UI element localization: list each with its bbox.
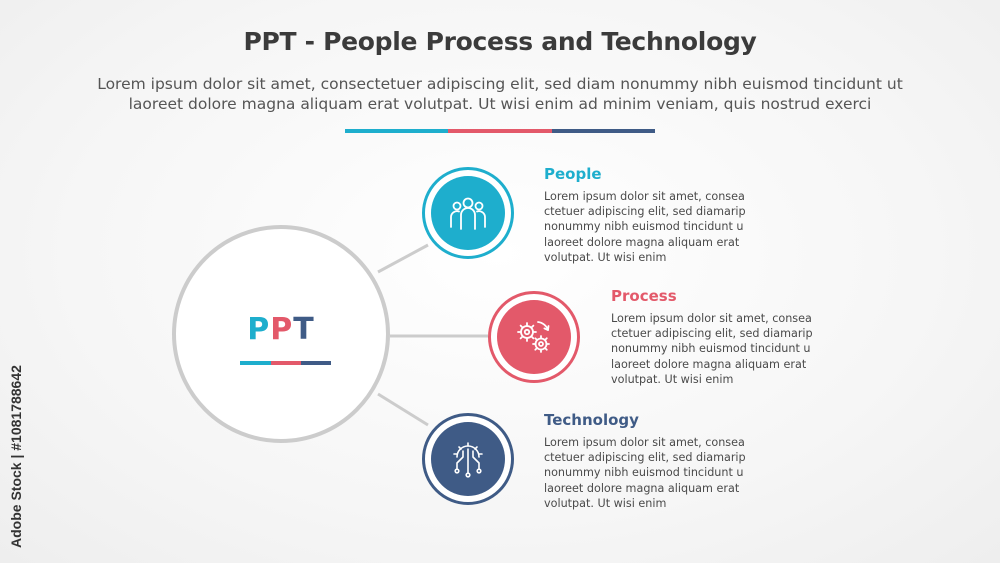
subtitle-line-2: laoreet dolore magna aliquam erat volutp… xyxy=(128,95,872,113)
technology-description: Lorem ipsum dolor sit amet, consea ctetu… xyxy=(544,435,764,511)
technology-node xyxy=(422,413,514,505)
technology-title: Technology xyxy=(544,411,639,429)
description-line: Lorem ipsum dolor sit amet, consea xyxy=(544,190,745,203)
people-description: Lorem ipsum dolor sit amet, consea ctetu… xyxy=(544,189,764,265)
description-line: laoreet dolore magna aliquam erat xyxy=(611,357,807,371)
process-title: Process xyxy=(611,287,677,305)
hub-underline-process xyxy=(271,361,301,365)
description-line: ctetuer adipiscing elit, sed diamarip xyxy=(544,205,746,219)
divider-segment-people xyxy=(345,129,448,133)
description-line: nonummy nibh euismod tincidunt u xyxy=(544,220,744,234)
connector-people xyxy=(377,243,429,274)
process-node xyxy=(488,291,580,383)
description-line: Lorem ipsum dolor sit amet, consea xyxy=(544,436,745,449)
hub-underline-people xyxy=(240,361,271,365)
subtitle-line-1: Lorem ipsum dolor sit amet, consectetuer… xyxy=(97,75,903,93)
stock-credit-text: Adobe Stock | #1081788642 xyxy=(8,365,24,548)
stock-credit: Adobe Stock | #1081788642 xyxy=(8,318,24,548)
description-line: ctetuer adipiscing elit, sed diamarip xyxy=(611,327,813,341)
description-line: volutpat. Ut wisi enim xyxy=(544,496,667,510)
description-line: Lorem ipsum dolor sit amet, consea xyxy=(611,312,812,325)
people-group-icon xyxy=(450,197,486,230)
description-line: laoreet dolore magna aliquam erat xyxy=(544,481,740,495)
divider-segment-technology xyxy=(552,129,655,133)
people-title: People xyxy=(544,165,602,183)
tech-circuit-gear-icon xyxy=(453,442,483,478)
gears-icon xyxy=(517,321,550,353)
hub-letter-technology: T xyxy=(293,312,315,347)
description-line: volutpat. Ut wisi enim xyxy=(611,372,734,386)
description-line: volutpat. Ut wisi enim xyxy=(544,250,667,264)
divider-segment-process xyxy=(448,129,552,133)
ppt-hub-circle: PPT xyxy=(172,225,390,443)
hub-letter-process: P xyxy=(270,312,294,347)
hub-letter-people: P xyxy=(247,312,271,347)
people-node xyxy=(422,167,514,259)
page-title: PPT - People Process and Technology xyxy=(243,27,757,56)
hub-label: PPT xyxy=(176,312,386,347)
page-subtitle: Lorem ipsum dolor sit amet, consectetuer… xyxy=(60,74,940,114)
description-line: ctetuer adipiscing elit, sed diamarip xyxy=(544,451,746,465)
description-line: nonummy nibh euismod tincidunt u xyxy=(544,466,744,480)
hub-underline-technology xyxy=(301,361,331,365)
process-description: Lorem ipsum dolor sit amet, consea ctetu… xyxy=(611,311,831,387)
description-line: nonummy nibh euismod tincidunt u xyxy=(611,342,811,356)
description-line: laoreet dolore magna aliquam erat xyxy=(544,235,740,249)
connector-technology xyxy=(377,392,429,427)
